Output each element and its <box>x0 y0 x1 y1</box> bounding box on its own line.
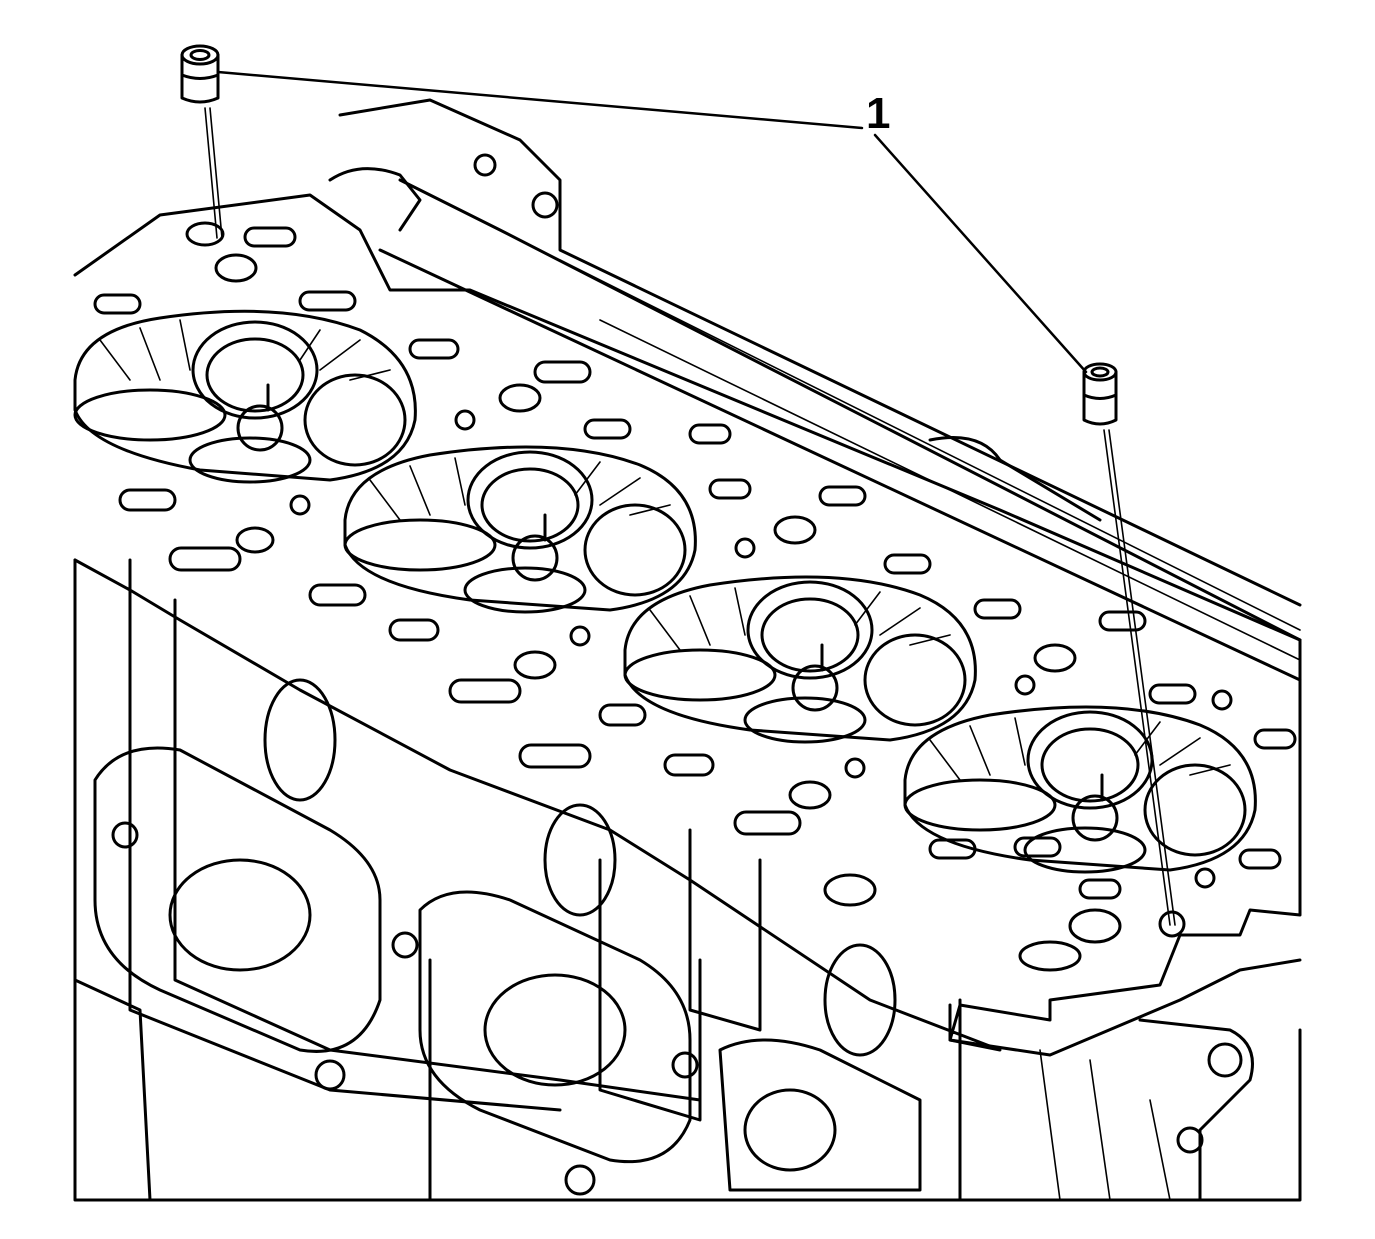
cylinder-head-deck <box>73 193 1302 1057</box>
callout-label: 1 <box>866 89 890 138</box>
rear-structure <box>328 98 1302 682</box>
combustion-chamber-1 <box>73 309 417 484</box>
callout-1: 1 <box>216 70 1088 374</box>
combustion-chamber-2 <box>343 445 697 614</box>
dowel-pin-left <box>180 44 223 239</box>
combustion-chamber-4 <box>903 705 1257 874</box>
deck-holes <box>93 221 1297 972</box>
dowel-pin-right <box>1082 362 1176 926</box>
engine-block <box>73 558 1302 1202</box>
combustion-chamber-3 <box>623 575 977 744</box>
